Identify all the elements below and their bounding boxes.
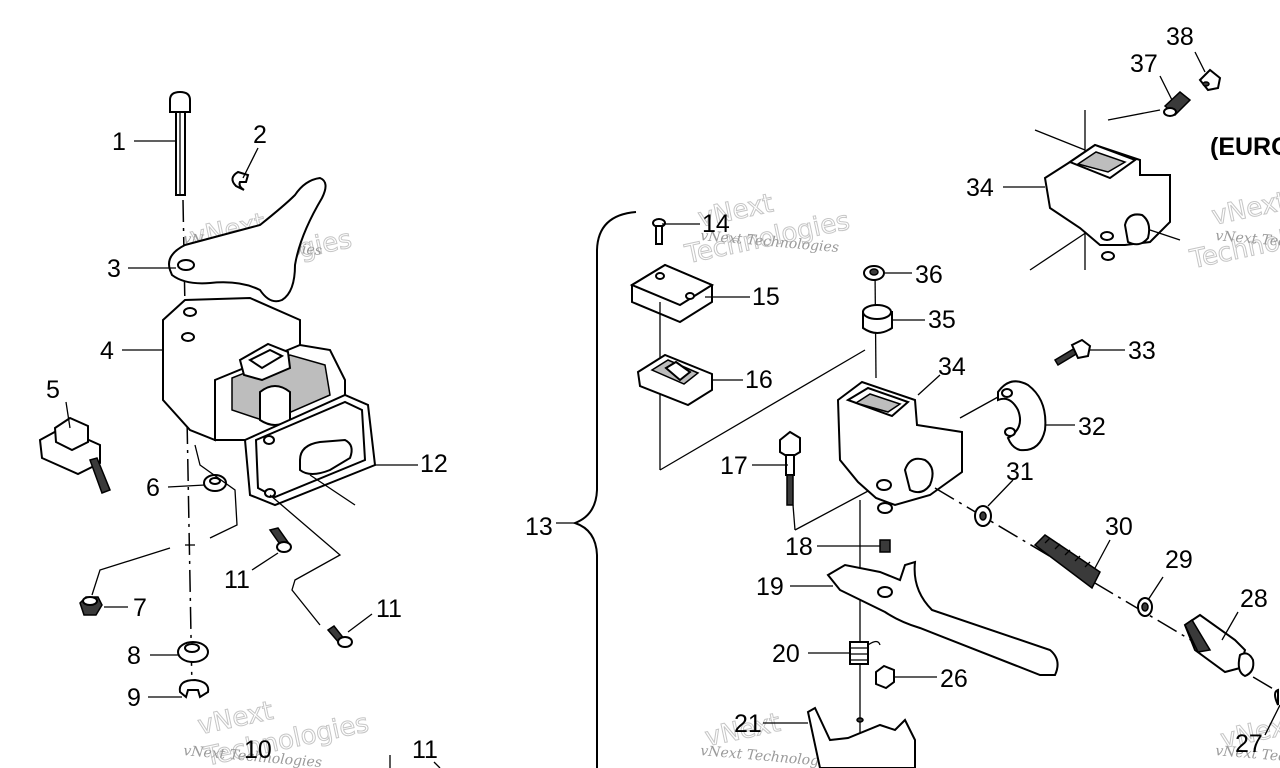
e-clip-part-9: [178, 678, 210, 699]
callout-20: 20: [772, 640, 800, 668]
callout-6: 6: [146, 474, 160, 502]
watermark-big: vNext: [1209, 187, 1280, 232]
housing-cover-part-12: [243, 393, 377, 507]
diaphragm-part-16: [636, 353, 713, 407]
connector-line: [269, 494, 342, 626]
part-27: [1274, 688, 1279, 706]
callout-12: 12: [420, 450, 448, 478]
spring-part-20: [849, 640, 881, 665]
callout-38: 38: [1166, 23, 1194, 51]
callout-15: 15: [752, 283, 780, 311]
button-part-5: [38, 416, 111, 494]
callout-9: 9: [127, 684, 141, 712]
callout-26: 26: [940, 665, 968, 693]
screw-part-11: [268, 527, 292, 553]
euro-master-cylinder-part-34: [1029, 109, 1181, 271]
region-label: (EURO: [1210, 133, 1280, 161]
spring-part-30: [1033, 534, 1101, 590]
bolt-part-1: [169, 90, 191, 196]
callout-4: 4: [100, 337, 114, 365]
callout-36: 36: [915, 261, 943, 289]
callout-11: 11: [224, 566, 250, 594]
washer-part-29: [1137, 597, 1153, 617]
callout-17: 17: [720, 452, 748, 480]
callout-3: 3: [107, 255, 121, 283]
washer-part-36: [863, 265, 885, 281]
brake-lever-part-19: [826, 560, 1059, 676]
callout-21: 21: [734, 710, 762, 738]
callout-1: 1: [112, 128, 126, 156]
grommet-part-6: [203, 474, 227, 492]
left-assembly: [38, 90, 377, 699]
callout-32: 32: [1078, 413, 1106, 441]
connector-line: [194, 444, 238, 539]
piston-part-28: [1183, 613, 1255, 678]
callout-19: 19: [756, 573, 784, 601]
assembly-axis: [934, 487, 1276, 691]
leader-lines-left: [65, 140, 441, 768]
callout-35: 35: [928, 306, 956, 334]
leader-lines-right: [662, 51, 1280, 736]
callout-33: 33: [1128, 337, 1156, 365]
reservoir-cap-part-15: [629, 263, 715, 324]
callout-13: 13: [525, 513, 553, 541]
master-cylinder-part-34: [836, 380, 999, 514]
clamp-part-32: [997, 380, 1047, 452]
connector-line: [91, 547, 171, 596]
cap-part-38: [1198, 68, 1222, 92]
callout-11: 11: [412, 736, 438, 764]
callout-7: 7: [133, 594, 147, 622]
screw-part-14: [652, 218, 666, 245]
callout-29: 29: [1165, 546, 1193, 574]
screw-part-11: [326, 624, 353, 648]
callout-34: 34: [938, 353, 966, 381]
callout-30: 30: [1105, 513, 1133, 541]
group-brace: [572, 211, 637, 768]
throttle-lever-part-3: [168, 176, 327, 303]
callout-37: 37: [1130, 50, 1158, 78]
callout-16: 16: [745, 366, 773, 394]
pivot-bolt-part-17: [779, 430, 801, 506]
callout-14: 14: [702, 210, 730, 238]
callout-18: 18: [785, 533, 813, 561]
screw-part-33: [1053, 338, 1092, 367]
nut-part-7: [79, 596, 103, 616]
throttle-housing-part-4: [162, 296, 346, 442]
callout-numbers: 1 2 3 4 5 6 7 8 9 10 11 11 11 12 13 14 1…: [46, 23, 1268, 764]
callout-8: 8: [127, 642, 141, 670]
callout-11: 11: [376, 595, 402, 623]
callout-10: 10: [244, 736, 272, 764]
callout-27: 27: [1235, 730, 1263, 758]
callout-31: 31: [1006, 458, 1034, 486]
bracket-part-21: [806, 706, 916, 768]
washer-part-31: [974, 505, 992, 527]
callout-2: 2: [253, 121, 267, 149]
collar-part-18: [879, 539, 891, 553]
master-cylinder-assembly: [629, 68, 1279, 768]
washer-part-8: [177, 641, 209, 663]
callout-34: 34: [966, 174, 994, 202]
callout-28: 28: [1240, 585, 1268, 613]
clip-part-2: [231, 170, 250, 191]
screw-part-37: [1163, 91, 1192, 117]
callout-5: 5: [46, 376, 60, 404]
nut-part-26: [875, 664, 895, 690]
bushing-part-35: [862, 304, 893, 334]
